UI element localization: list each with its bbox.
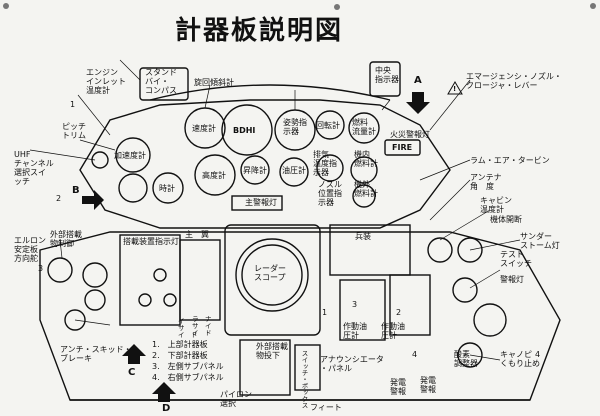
legend-item-3: 3. 左側サブパネル [152,362,224,371]
arrow-a-icon [406,92,430,114]
fire-ext-gauge-label: 酸素 調整器 [454,350,478,368]
canopy-lock-label: キャノピ くもり止め [500,350,540,368]
right-side-label: ラ ナ サ イ イ ド [192,315,212,337]
armament-label: 兵装 [355,232,371,241]
anti-skid-label: アンチ・スキッド・ ブレーキ [60,345,132,363]
callout-number: 1 [70,100,76,109]
pitch-trim-label: ピッチ トリム [62,122,86,140]
annunciator-label: アナウンシエータ ・パネル [320,355,384,373]
view-label-a: A [414,75,422,86]
test-switch-label: テスト スイッチ [500,250,532,268]
generator-warning-label: 発電 警報 [390,378,406,396]
uhf-selector-label: UHF チャンネル 選択スイ ッチ [14,150,54,186]
callout-number: 3 [352,300,358,309]
hydraulic-pressure-label: 油圧計 [282,166,306,175]
callout-number: 2 [56,194,62,203]
screw [3,3,9,9]
view-label-d: D [162,403,171,414]
caution-triangle-icon [447,81,463,95]
emergency-nozzle-label: エマージェンシ・ノズル・ クロージャ・レバー [466,72,562,90]
page-title: 計器板説明図 [175,16,344,46]
arrow-c-icon [122,344,146,364]
airspeed-label: 速度計 [192,124,216,133]
pressure-gauge-label: 作動油 圧計 [343,322,367,340]
view-label-b: B [72,185,80,196]
fuel-flow-label: 燃料 流量計 [352,118,376,136]
warning-light-label: 警報灯 [500,275,524,284]
pylon-select-label: パイロン 選択 [220,390,252,408]
bdhi-label: BDHI [233,126,256,135]
lower-panel-outline [39,231,561,401]
screw [590,3,596,9]
fire-warning-label: 火災警報灯 [390,130,430,139]
callout-number: 2 [396,308,402,317]
callout-number: 3 [38,264,44,273]
legend-item-2: 2. 下部計器板 [152,351,208,360]
upper-panel-outline [79,99,451,229]
pressure-gauge-label-2: 作動油 圧計 [381,322,405,340]
accel-meter-label: 加速度計 [114,151,146,160]
canopy-temp-label: キャビン 温度計 [480,196,512,214]
screw [334,4,340,10]
main-warning-label: 主警報灯 [245,198,277,207]
standby-compass-label: スタンド バイ・ コンパス [145,68,177,95]
aileron-trim-label: エルロン 安定板 方向舵 [14,236,46,263]
generator-warning-label-2: 発電 警報 [420,376,436,394]
gear-position-label: 中央 指示器 [375,66,399,84]
callout-number: 4 [412,350,418,359]
altimeter-label: 高度計 [202,171,226,180]
nozzle-gauge-label: ノズル 位置指 示器 [318,180,342,207]
legend-item-4: 4. 右側サブパネル [152,373,224,382]
caution-mark: ! [453,85,457,93]
rotation-counter-label: 旋回傾斜計 [194,78,234,87]
fire-warning-tag: FIRE [392,143,413,152]
main-panel-label: 主 翼 [185,230,209,239]
arrow-d-icon [152,382,176,402]
ram-air-turbine-label: ラム・エア・タービン [470,156,550,165]
rpm-gauge-label: 回転計 [316,121,340,130]
legend-item-1: 1. 上部計器板 [152,340,208,349]
clock-label: 時計 [159,184,175,193]
main-switch-label: 機体開断 [490,215,522,224]
ext-stores-label: 外部搭載 物制御 [50,230,82,248]
fuel-qty-label: 機内 燃料計 [354,150,378,168]
ext-fuel-label: 機外 燃料計 [354,180,378,198]
feet-label: フィート [310,403,342,412]
exhaust-temp-label: 排気 温度指 示器 [313,150,337,177]
antenna-angle-label: アンテナ 角 度 [470,173,502,191]
ext-stores-release-label: 外部搭載 物投下 [256,342,288,360]
engine-inlet-temp-label: エンジン インレット 温度計 [86,68,126,95]
left-side-label: イ サ イ ド [178,317,198,339]
radar-scope-label: レーダー スコープ [254,264,286,282]
attitude-indicator-label: 姿勢指 示器 [283,118,307,136]
switch-box-label: スイッチ・ボックス [300,350,308,409]
arrow-b-icon [82,190,104,210]
view-label-c: C [128,367,136,378]
callout-number: 4 [535,350,541,359]
thunderstorm-label: サンダー ストーム灯 [520,232,560,250]
callout-number: 1 [322,308,328,317]
vertical-speed-label: 昇降計 [243,166,267,175]
stores-panel-label: 搭載装置指示灯 [123,237,179,246]
